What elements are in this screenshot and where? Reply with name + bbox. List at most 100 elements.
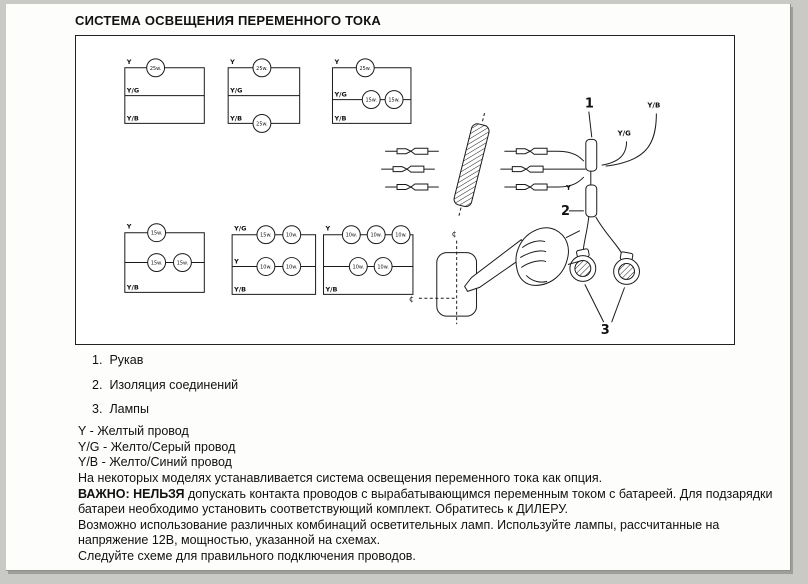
wire-label: Y bbox=[229, 58, 235, 66]
bulb-icon bbox=[373, 257, 393, 276]
diagram-frame: 25w. Y Y/G Y/B 25w. 25w. Y Y/G Y/B 25w. bbox=[75, 35, 735, 345]
list-item: 3. Лампы bbox=[92, 401, 238, 417]
bulb-wattage: 10w. bbox=[370, 233, 382, 239]
body-text: На некоторых моделях устанавливается сис… bbox=[78, 471, 778, 564]
bulb-icon bbox=[256, 225, 276, 245]
wire-label: Y/B bbox=[333, 114, 346, 122]
wire-legend-line: Y - Желтый провод bbox=[78, 424, 189, 438]
bulb-wattage: 10w. bbox=[346, 233, 358, 239]
wire-color-legend: Y - Желтый провод Y/G - Желто/Серый пров… bbox=[78, 424, 235, 471]
wire-label: Y bbox=[126, 58, 132, 66]
hand-icon bbox=[515, 227, 569, 286]
bulb-wattage: 25w. bbox=[150, 66, 162, 72]
bulb-wattage: 15w. bbox=[177, 261, 189, 267]
hand-with-probe bbox=[464, 227, 582, 292]
wire-label: Y/B bbox=[325, 285, 338, 293]
bullet-connectors-left bbox=[380, 147, 440, 191]
bulb-wattage: 10w. bbox=[286, 264, 298, 270]
bulb-icon bbox=[384, 90, 404, 110]
harness-wire-label-y: Y bbox=[565, 184, 572, 192]
bulb-wattage: 25w. bbox=[256, 121, 268, 127]
important-label: ВАЖНО: bbox=[78, 486, 130, 501]
wire-label: Y/B bbox=[126, 283, 139, 291]
wire-label: Y bbox=[233, 258, 239, 266]
wire-legend-line: Y/B - Желто/Синий провод bbox=[78, 455, 232, 469]
circuit-5: 15w. 10w. 10w. 10w. Y/G Y Y/B bbox=[231, 225, 317, 295]
bulb-wattage: 15w. bbox=[260, 233, 272, 239]
important-emphasis: НЕЛЬЗЯ bbox=[133, 486, 185, 501]
bulb-icon bbox=[252, 58, 272, 78]
list-item: 2. Изоляция соединений bbox=[92, 377, 238, 393]
page-title: СИСТЕМА ОСВЕЩЕНИЯ ПЕРЕМЕННОГО ТОКА bbox=[75, 13, 381, 28]
important-text: допускать контакта проводов с вырабатыва… bbox=[78, 486, 773, 517]
headlight-lens: ¢ ¢ bbox=[409, 230, 478, 325]
wire-label: Y/G bbox=[229, 87, 242, 95]
bulb-icon bbox=[366, 225, 386, 245]
bulb-wattage: 10w. bbox=[395, 233, 407, 239]
bulb-wattage: 25w. bbox=[256, 66, 268, 72]
wire-label: Y/G bbox=[333, 91, 346, 99]
wire-label: Y/B bbox=[126, 114, 139, 122]
bulb-icon bbox=[348, 257, 368, 276]
list-item-number: 1. bbox=[92, 353, 103, 367]
bulb-icon bbox=[341, 225, 361, 245]
circuit-4: 15w. 15w. 15w. Y Y/B bbox=[124, 223, 205, 293]
list-item-number: 3. bbox=[92, 402, 103, 416]
circuit-2: 25w. 25w. Y Y/G Y/B bbox=[227, 58, 301, 133]
lamp-sockets: 3 bbox=[569, 248, 640, 338]
bulb-wattage: 10w. bbox=[377, 264, 389, 270]
insulation-sleeve bbox=[585, 184, 598, 218]
centerline-symbol: ¢ bbox=[409, 294, 414, 303]
wire-legend-line: Y/G - Желто/Серый провод bbox=[78, 439, 236, 454]
bulb-icon bbox=[355, 58, 375, 78]
final-note-paragraph: Следуйте схеме для правильного подключен… bbox=[78, 549, 778, 565]
bullet-connectors-right bbox=[499, 147, 559, 191]
list-item: 1. Рукав bbox=[92, 352, 238, 368]
list-item-label: Лампы bbox=[109, 402, 149, 416]
bulb-wattage: 10w. bbox=[260, 264, 272, 270]
bulb-wattage: 15w. bbox=[365, 98, 377, 104]
wire-label: Y bbox=[325, 225, 331, 233]
callout-3: 3 bbox=[601, 323, 610, 338]
harness-wire-label-yb: Y/B bbox=[646, 102, 660, 110]
list-item-label: Изоляция соединений bbox=[109, 377, 239, 392]
wire-label: Y/G bbox=[233, 225, 246, 233]
bulb-icon bbox=[391, 225, 411, 245]
intro-text: На некоторых моделях устанавливается сис… bbox=[78, 471, 603, 485]
bulb-icon bbox=[173, 253, 192, 272]
bulb-icon bbox=[147, 253, 167, 272]
centerline-symbol: ¢ bbox=[452, 230, 457, 239]
list-item-label: Рукав bbox=[109, 353, 144, 367]
circuit-1: 25w. Y Y/G Y/B bbox=[124, 58, 205, 124]
bulb-wattage: 15w. bbox=[151, 261, 163, 267]
intro-paragraph: На некоторых моделях устанавливается сис… bbox=[78, 471, 778, 487]
wire-label: Y/B bbox=[233, 285, 246, 293]
callout-2: 2 bbox=[561, 204, 570, 219]
bulb-wattage: 25w. bbox=[360, 66, 372, 72]
wiring-diagram: 25w. Y Y/G Y/B 25w. 25w. Y Y/G Y/B 25w. bbox=[124, 58, 660, 338]
bulb-icon bbox=[252, 113, 272, 133]
harness-wire-label-yg: Y/G bbox=[617, 129, 632, 137]
bulb-icon bbox=[282, 225, 302, 245]
bulb-wattage: 15w. bbox=[388, 98, 400, 104]
bulb-icon bbox=[282, 257, 302, 276]
circuit-6: 10w. 10w. 10w. 10w. 10w. Y Y/B bbox=[323, 225, 414, 295]
final-note-text: Следуйте схеме для правильного подключен… bbox=[78, 548, 416, 563]
bulb-icon bbox=[147, 223, 167, 243]
wire-label: Y/G bbox=[126, 87, 139, 95]
connector-block bbox=[453, 112, 490, 218]
sleeve bbox=[585, 138, 598, 172]
important-paragraph: ВАЖНО: НЕЛЬЗЯ допускать контакта проводо… bbox=[78, 487, 778, 518]
harness-assembly: Y/B Y/G Y 1 2 bbox=[554, 97, 660, 259]
callout-legend-list: 1. Рукав 2. Изоляция соединений 3. Лампы bbox=[92, 352, 238, 426]
manual-page: СИСТЕМА ОСВЕЩЕНИЯ ПЕРЕМЕННОГО ТОКА 25w. bbox=[6, 4, 791, 571]
wire-label: Y bbox=[126, 223, 132, 231]
bulb-wattage: 10w. bbox=[286, 233, 298, 239]
bulb-icon bbox=[146, 58, 166, 78]
circuit-3: 25w. 15w. 15w. Y Y/G Y/B bbox=[331, 58, 412, 124]
wire-label: Y bbox=[333, 58, 339, 66]
list-item-number: 2. bbox=[92, 377, 103, 392]
bulb-wattage: 10w. bbox=[353, 264, 365, 270]
lamp-combinations-text: Возможно использование различных комбина… bbox=[78, 517, 720, 548]
callout-1: 1 bbox=[585, 97, 594, 112]
